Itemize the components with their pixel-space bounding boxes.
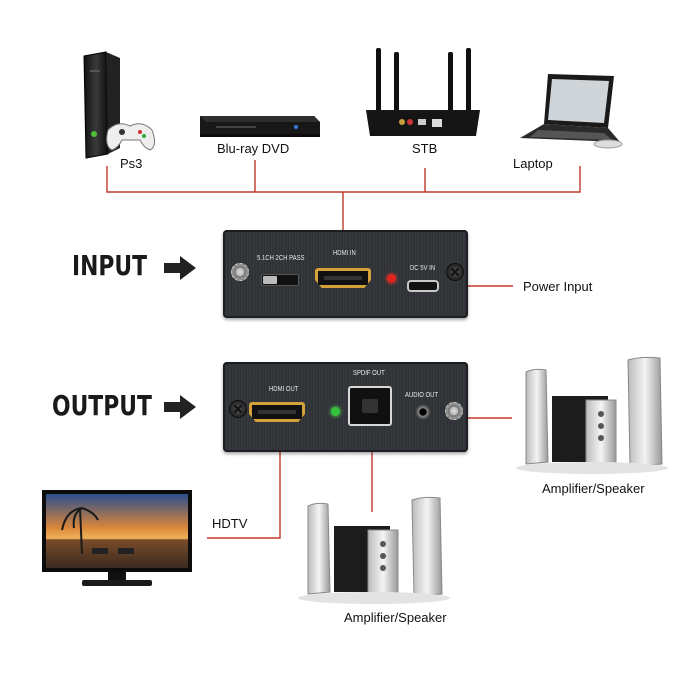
bluray-device [196, 110, 322, 144]
hdmi-in-port[interactable] [315, 268, 371, 288]
input-red-led [387, 274, 396, 283]
stb-device [362, 44, 484, 140]
spdif-port[interactable] [348, 386, 392, 426]
input-heading: INPUT [72, 249, 148, 282]
output-heading: OUTPUT [52, 389, 152, 422]
switch-label: 5.1CH 2CH PASS [257, 255, 305, 262]
output-arrow-icon [164, 395, 196, 419]
hdtv-wire [207, 430, 281, 539]
audio-out-jack[interactable] [415, 404, 431, 420]
amp-bottom-device [294, 496, 454, 606]
console-icon [83, 51, 156, 159]
bluray-player-icon [200, 116, 320, 137]
laptop-icon [520, 74, 623, 149]
amp-right-device [512, 352, 672, 476]
input-panel: 5.1CH 2CH PASS HDMI IN DC 5V IN [223, 230, 468, 318]
input-right-screw-icon [446, 263, 464, 281]
bluray-label: Blu-ray DVD [217, 141, 290, 156]
hdmi-out-label: HDMI OUT [269, 386, 299, 393]
dc-port[interactable] [407, 280, 439, 292]
router-icon [366, 48, 480, 136]
hdtv-device [42, 490, 192, 590]
power-input-label: Power Input [523, 279, 593, 294]
input-arrow-icon [164, 256, 196, 280]
ps3-label: Ps3 [120, 156, 143, 171]
mode-switch[interactable] [261, 274, 299, 286]
hdtv-label: HDTV [212, 516, 248, 531]
spdif-label: SPDIF OUT [353, 370, 385, 377]
stb-label: STB [412, 141, 438, 156]
dc-label: DC 5V IN [410, 265, 436, 272]
laptop-device [516, 70, 626, 156]
hdmi-out-port[interactable] [249, 402, 305, 422]
ps3-device [78, 50, 158, 160]
tv-icon [42, 490, 192, 586]
laptop-label: Laptop [513, 156, 553, 171]
output-gear-screw-icon [445, 402, 463, 420]
audio-out-label: AUDIO OUT [405, 392, 439, 399]
output-green-led [331, 407, 340, 416]
hdmi-in-label: HDMI IN [333, 250, 356, 257]
speaker-system-icon-2 [298, 496, 450, 604]
amp-bottom-label: Amplifier/Speaker [344, 610, 447, 625]
source-bus-wire [106, 166, 581, 193]
output-left-screw-icon [229, 400, 247, 418]
input-gear-screw-icon [231, 263, 249, 281]
amp-right-label: Amplifier/Speaker [542, 481, 645, 496]
speaker-system-icon [516, 356, 668, 474]
output-panel: HDMI OUT SPDIF OUT AUDIO OUT [223, 362, 468, 452]
